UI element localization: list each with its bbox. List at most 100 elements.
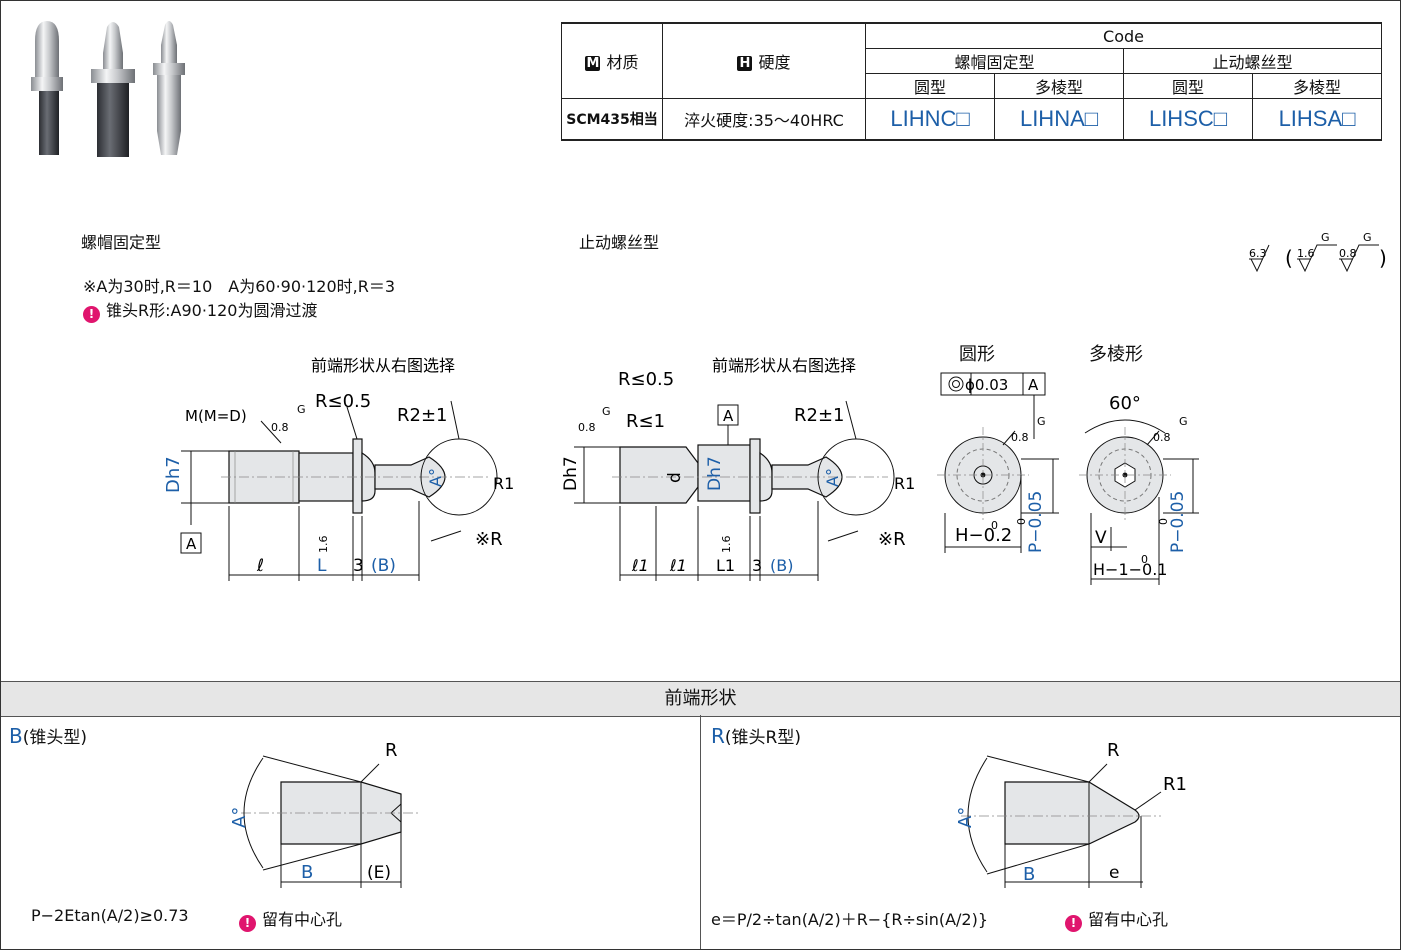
r1le-label: R≤1	[626, 411, 665, 432]
datum-label: A	[723, 407, 734, 425]
sub-poly-2: 多棱型	[1252, 73, 1382, 99]
b-tip-angle: A°	[229, 807, 250, 828]
r-type-letter: R	[711, 724, 725, 748]
collar	[749, 438, 761, 514]
product-photo	[31, 21, 185, 157]
dh7-label: Dh7	[163, 456, 184, 493]
note-r-tip: ! 锥头R形:A90·120为圆滑过渡	[83, 297, 317, 323]
rough-g: G	[297, 403, 306, 416]
note-r-tip-text: 锥头R形:A90·120为圆滑过渡	[106, 301, 318, 320]
b-center-note: !留有中心孔	[239, 906, 342, 932]
r-type-title: R(锥头R型)	[711, 723, 801, 748]
rough-16: 1.6	[720, 536, 733, 554]
rough-08: 0.8	[578, 421, 596, 434]
b-formula: P−2Etan(A/2)≥0.73	[31, 906, 189, 925]
r05-label: R≤0.5	[315, 391, 371, 412]
dim-L1: L1	[716, 556, 735, 575]
r05-label: R≤0.5	[618, 369, 674, 390]
hardness-value: 淬火硬度:35～40HRC	[662, 98, 866, 141]
sub-round-1: 圆型	[865, 73, 995, 99]
r2-label: R2±1	[794, 405, 845, 426]
r1-label: R1	[493, 474, 514, 493]
front-note: 前端形状从右图选择	[311, 356, 455, 375]
poly-h-top: 0	[1141, 553, 1148, 566]
dim-3: 3	[752, 556, 762, 575]
base-body	[619, 446, 699, 504]
round-h: H−0.2	[955, 525, 1012, 546]
poly-view-title: 多棱形	[1089, 344, 1143, 365]
code-lihsa: LIHSA□	[1252, 98, 1382, 141]
r-tip-r1: R1	[1163, 774, 1187, 795]
round-h-top: 0	[991, 519, 998, 532]
code-lihna: LIHNA□	[994, 98, 1124, 141]
dim-l1b: ℓ1	[669, 556, 687, 575]
d-label: d	[665, 472, 685, 483]
material-value: SCM435相当	[561, 98, 663, 141]
group-nut-fixed: 螺帽固定型	[865, 48, 1124, 74]
r2-label: R2±1	[397, 405, 448, 426]
r-formula: e＝P/2÷tan(A/2)＋R−{R÷sin(A/2)}	[711, 910, 989, 929]
roughness-legend: 6.3 ( 1.6 G 0.8 G )	[1249, 231, 1387, 273]
dim-l: ℓ	[256, 556, 264, 576]
roughness-main: 6.3	[1249, 247, 1267, 260]
rough-g: G	[602, 405, 611, 418]
b-tip-drawing: R A° B (E)	[229, 740, 421, 888]
left-section-title: 螺帽固定型	[81, 233, 162, 252]
r-tip-e: e	[1109, 863, 1119, 883]
material-header: 材质	[606, 53, 639, 72]
round-view-title: 圆形	[959, 344, 995, 365]
r-tip-body	[1004, 781, 1140, 845]
code-lihnc: LIHNC□	[865, 98, 995, 141]
poly-g: G	[1179, 415, 1188, 428]
group-set-screw: 止动螺丝型	[1123, 48, 1382, 74]
warning-icon: !	[83, 306, 100, 323]
sub-poly-1: 多棱型	[994, 73, 1124, 99]
star-r-label: ※R	[475, 529, 503, 550]
tip-section-header: 前端形状	[1, 681, 1400, 717]
r-tip-drawing: R R1 A° B e	[955, 740, 1187, 888]
datum-label: A	[186, 535, 197, 553]
code-header: Code	[865, 22, 1382, 49]
datum-box	[717, 404, 739, 426]
b-type-letter: B	[9, 724, 23, 748]
roughness-g1: G	[1321, 231, 1330, 244]
poly-p: P−0.05	[1168, 491, 1188, 553]
roughness-a: 1.6	[1297, 247, 1315, 260]
b-type-title: B(锥头型)	[9, 723, 87, 748]
dim-B: (B)	[371, 556, 396, 576]
sub-round-2: 圆型	[1123, 73, 1253, 99]
warning-icon: !	[239, 915, 256, 932]
tip-section-divider	[700, 715, 701, 949]
datum-box	[180, 532, 202, 554]
end-views: ϕ0.03 A 0.8 G H−0.2 0 P−0.05 0	[937, 372, 1199, 585]
front-note: 前端形状从右图选择	[712, 356, 856, 375]
roughness-paren-open: (	[1285, 246, 1293, 270]
b-tip-E: (E)	[367, 863, 391, 883]
r-tip-r: R	[1107, 740, 1120, 761]
b-tip-r: R	[385, 740, 398, 761]
rough-08: 0.8	[271, 421, 289, 434]
r-tip-B: B	[1023, 864, 1035, 885]
poly-h: H−1−0.1	[1093, 560, 1167, 579]
round-rough: 0.8	[1011, 431, 1029, 444]
thread-label: M(M=D)	[185, 407, 247, 425]
dim-B: (B)	[770, 556, 793, 575]
rough-16: 1.6	[317, 536, 330, 554]
b-type-name: (锥头型)	[22, 728, 87, 748]
r-tip-angle: A°	[955, 807, 976, 828]
collar	[352, 438, 363, 514]
drawing-set-screw: 前端形状从右图选择 R≤0.5 A R≤1 R2±1 0.8 G Dh7 d D…	[561, 356, 915, 581]
dh7-label: Dh7	[705, 456, 725, 491]
r1-label: R1	[894, 474, 915, 493]
dim-L: L	[317, 556, 327, 576]
round-g: G	[1037, 415, 1046, 428]
round-p-top: 0	[1015, 518, 1028, 525]
r-center-note: !留有中心孔	[1065, 906, 1168, 932]
roughness-b: 0.8	[1339, 247, 1357, 260]
poly-angle: 60°	[1109, 393, 1141, 414]
b-tip-B: B	[301, 862, 313, 883]
